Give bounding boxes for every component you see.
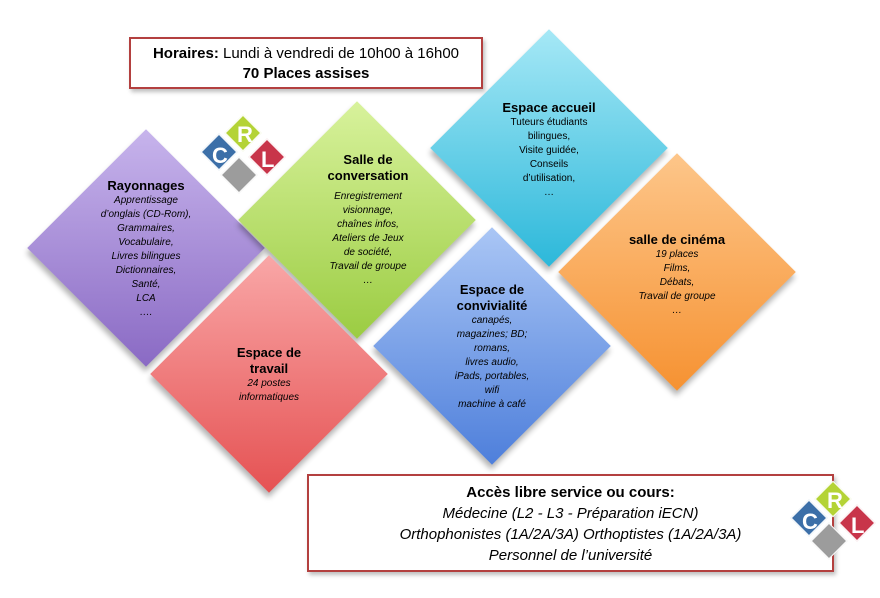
convivialite-line-3: livres audio, [465,357,519,368]
label-rayonnages: Rayonnages Apprentissage d’onglais (CD-R… [84,178,208,320]
travail-line-0: 24 postes [247,378,291,389]
accueil-line-4: d’utilisation, [522,173,576,184]
logo-letter-c: C [802,509,818,534]
rayonnages-line-0: Apprentissage [114,195,178,206]
logo-letter-l: L [261,147,275,172]
convivialite-line-5: wifi [484,385,500,396]
conversation-line-1: visionnage, [342,205,394,216]
conversation-line-2: chaînes infos, [337,219,399,230]
rayonnages-line-2: Grammaires, [117,223,175,234]
cinema-title: salle de cinéma [628,232,726,247]
convivialite-title: Espace de convivialité [456,282,528,313]
logo-letter-c: C [212,143,228,168]
conversation-line-0: Enregistrement [334,191,402,202]
access-line-2: Personnel de l’université [488,547,653,564]
cinema-line-1: Films, [663,263,691,274]
conversation-line-4: de société, [343,247,393,258]
rayonnages-line-4: Livres bilingues [111,251,181,262]
convivialite-line-0: canapés, [471,315,513,326]
accueil-line-0: Tuteurs étudiants [510,117,588,128]
hours-text: Lundi à vendredi de 10h00 à 16h00 [218,45,460,62]
convivialite-line-1: magazines; BD; [456,329,528,340]
label-convivialite: Espace de convivialité canapés, magazine… [430,282,554,412]
label-conversation: Salle de conversation Enregistrement vis… [306,152,430,288]
travail-line-1: informatiques [238,392,300,403]
crl-logo-bottom: C R L [790,480,876,568]
access-box: Accès libre service ou cours: Médecine (… [307,474,834,572]
rayonnages-line-6: Santé, [131,279,161,290]
travail-title: Espace de travail [236,345,302,376]
rayonnages-title: Rayonnages [107,178,185,193]
accueil-line-1: bilingues, [527,131,571,142]
access-line-1: Orthophonistes (1A/2A/3A) Orthoptistes (… [399,526,742,543]
logo-letter-r: R [237,122,253,147]
access-line-0: Médecine (L2 - L3 - Préparation iECN) [442,505,699,522]
conversation-line-5: Travail de groupe [329,261,407,272]
rayonnages-line-3: Vocabulaire, [118,237,174,248]
rayonnages-line-7: LCA [136,293,156,304]
accueil-title: Espace accueil [502,100,596,115]
seats-text: 70 Places assises [242,65,370,82]
accueil-line-3: Conseils [529,159,569,170]
accueil-line-2: Visite guidée, [519,145,579,156]
cinema-line-2: Débats, [659,277,695,288]
logo-letter-l: L [851,513,865,538]
label-cinema: salle de cinéma 19 places Films, Débats,… [615,232,739,318]
conversation-line-6: … [363,275,373,286]
rayonnages-line-5: Dictionnaires, [115,265,177,276]
label-accueil: Espace accueil Tuteurs étudiants bilingu… [487,100,611,200]
logo-letter-r: R [827,488,843,513]
crl-logo-top: C R L [200,114,286,202]
rayonnages-line-1: d’onglais (CD-Rom), [100,209,192,220]
convivialite-line-4: iPads, portables, [454,371,530,382]
conversation-title: Salle de conversation [327,152,409,183]
convivialite-line-2: romans, [473,343,511,354]
hours-label: Horaires: [152,45,219,62]
cinema-line-0: 19 places [655,249,699,260]
convivialite-line-6: machine à café [458,399,526,410]
cinema-line-4: … [672,305,682,316]
conversation-line-3: Ateliers de Jeux [332,233,404,244]
accueil-line-5: … [544,187,554,198]
rayonnages-line-8: …. [139,307,153,318]
label-travail: Espace de travail 24 postes informatique… [221,345,317,405]
access-title: Accès libre service ou cours: [466,484,675,501]
hours-box: Horaires: Lundi à vendredi de 10h00 à 16… [129,37,483,89]
cinema-line-3: Travail de groupe [638,291,716,302]
